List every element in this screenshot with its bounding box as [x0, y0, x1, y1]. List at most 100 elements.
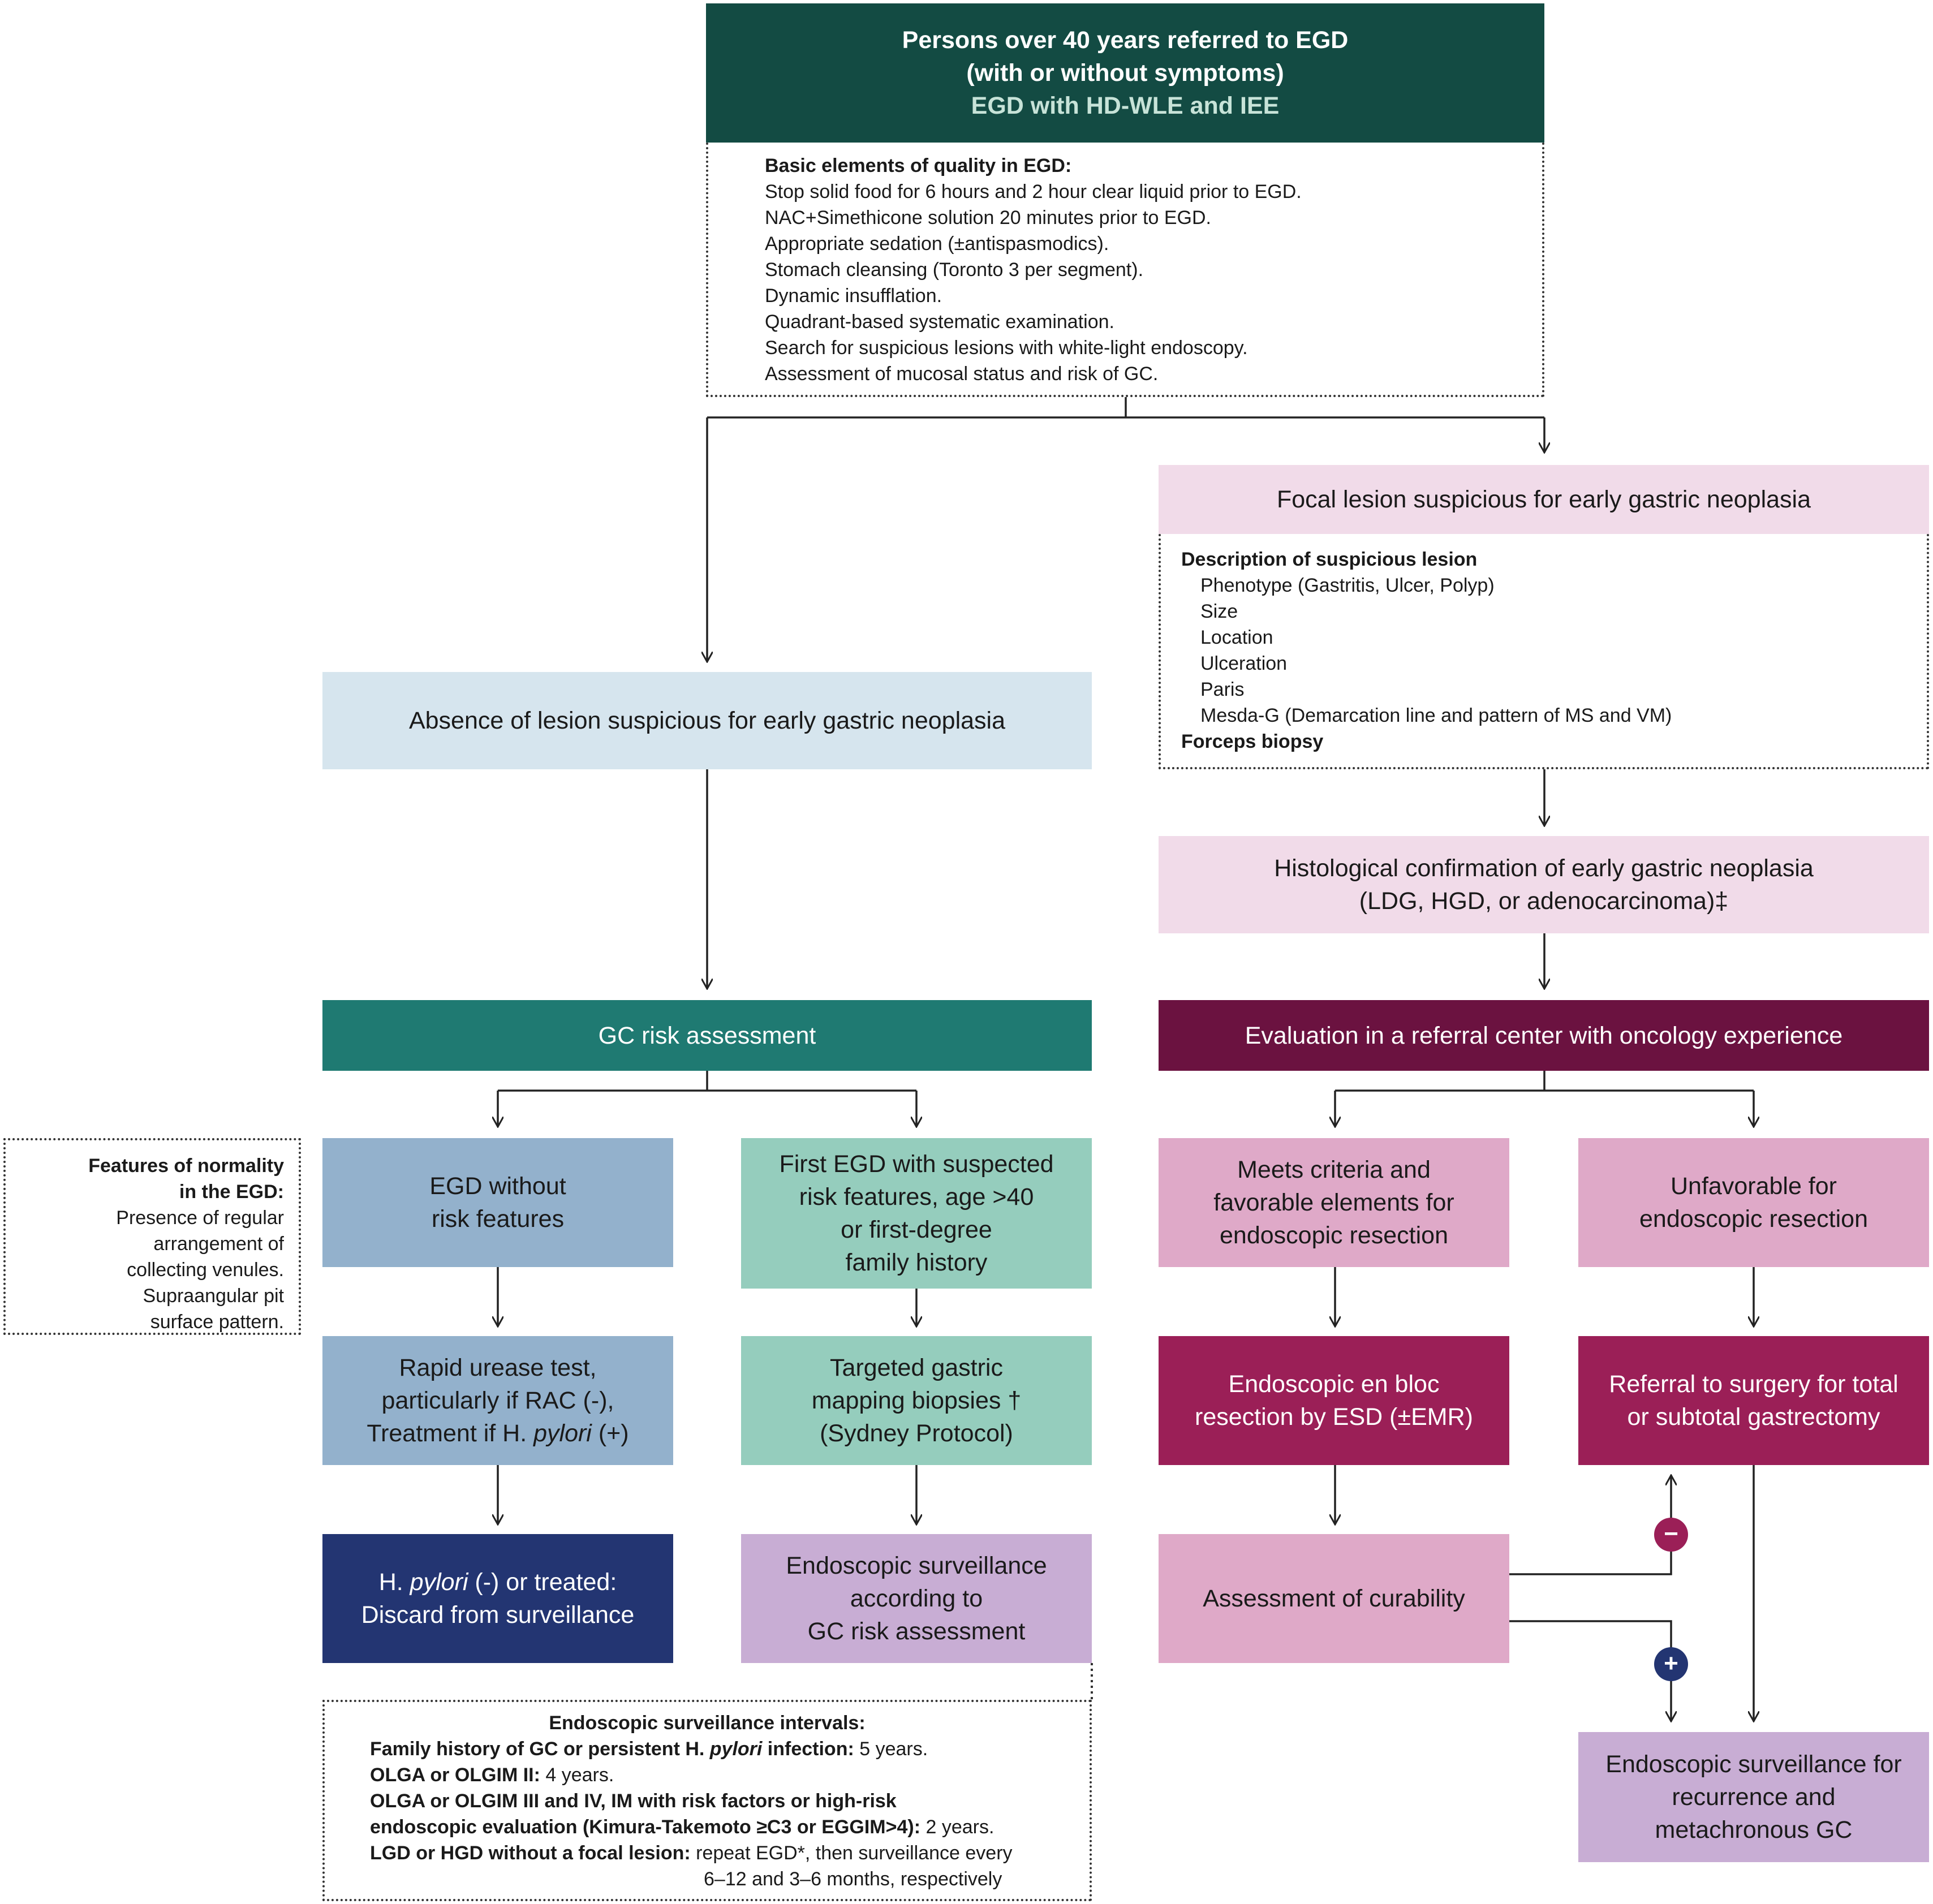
intervals-row-1: Family history of GC or persistent H. py…: [370, 1736, 1090, 1762]
top-line-2: (with or without symptoms): [966, 59, 1284, 87]
histo-line-1: Histological confirmation of early gastr…: [1274, 855, 1814, 882]
meets-criteria-box: Meets criteria and favorable elements fo…: [1159, 1138, 1509, 1267]
rapid-line-3: Treatment if H. pylori (+): [367, 1417, 628, 1450]
normality-line: Supraangular pit: [143, 1285, 284, 1307]
meets-line-1: Meets criteria and: [1237, 1156, 1431, 1183]
top-line-3: EGD with HD-WLE and IEE: [971, 92, 1280, 119]
normality-line: surface pattern.: [150, 1311, 284, 1333]
targeted-biopsies-box: Targeted gastric mapping biopsies † (Syd…: [741, 1336, 1092, 1465]
normality-box: Features of normality in the EGD: Presen…: [3, 1138, 301, 1335]
quality-item: Stop solid food for 6 hours and 2 hour c…: [765, 181, 1302, 203]
intervals-row-4-value: 2 years.: [920, 1816, 995, 1838]
surgery-line-2: or subtotal gastrectomy: [1627, 1403, 1880, 1431]
intervals-row-5: LGD or HGD without a focal lesion: repea…: [370, 1840, 1090, 1866]
hpylori-line-2: Discard from surveillance: [361, 1601, 635, 1629]
hpylori-discard-box: H. pylori (-) or treated: Discard from s…: [322, 1534, 673, 1663]
egd-without-box: EGD without risk features: [322, 1138, 673, 1267]
intervals-row-1-bold-end: infection:: [762, 1738, 854, 1760]
recurrence-line-3: metachronous GC: [1655, 1816, 1853, 1843]
quality-box: Basic elements of quality in EGD: Stop s…: [706, 143, 1544, 397]
normality-line: arrangement of: [153, 1233, 284, 1255]
focal-box: Focal lesion suspicious for early gastri…: [1159, 465, 1929, 534]
recurrence-line-1: Endoscopic surveillance for: [1605, 1751, 1902, 1778]
unfavorable-box: Unfavorable for endoscopic resection: [1578, 1138, 1929, 1267]
intervals-row-2: OLGA or OLGIM II: 4 years.: [370, 1762, 1090, 1788]
quality-item: Dynamic insufflation.: [765, 285, 942, 307]
esd-line-2: resection by ESD (±EMR): [1195, 1403, 1473, 1431]
unfavorable-line-1: Unfavorable for: [1671, 1173, 1837, 1200]
description-box: Description of suspicious lesion Phenoty…: [1159, 534, 1929, 769]
arrow-curability-positive: [1509, 1620, 1671, 1721]
unfavorable-line-2: endoscopic resection: [1639, 1205, 1868, 1233]
quality-item: Stomach cleansing (Toronto 3 per segment…: [765, 259, 1144, 281]
first-egd-line-1: First EGD with suspected: [779, 1151, 1054, 1178]
quality-title: Basic elements of quality in EGD:: [765, 155, 1072, 176]
rapid-urease-box: Rapid urease test, particularly if RAC (…: [322, 1336, 673, 1465]
intervals-row-1-bold: Family history of GC or persistent H.: [370, 1738, 710, 1760]
surveillance-line-2: according to: [850, 1585, 983, 1612]
description-item: Paris: [1200, 679, 1245, 700]
normality-title-2: in the EGD:: [179, 1181, 284, 1203]
surveillance-line-1: Endoscopic surveillance: [786, 1552, 1047, 1579]
surgery-box: Referral to surgery for total or subtota…: [1578, 1336, 1929, 1465]
description-item: Size: [1200, 601, 1238, 622]
surveillance-line-3: GC risk assessment: [807, 1618, 1026, 1645]
rapid-line-3-italic: pylori: [533, 1420, 592, 1447]
description-footer: Forceps biopsy: [1181, 731, 1324, 752]
quality-item: Quadrant-based systematic examination.: [765, 311, 1114, 333]
rapid-line-3-end: (+): [591, 1420, 629, 1447]
normality-line: Presence of regular: [116, 1207, 284, 1229]
referral-center-label: Evaluation in a referral center with onc…: [1245, 1022, 1843, 1049]
intervals-row-6: 6–12 and 3–6 months, respectively: [704, 1868, 1002, 1890]
gc-risk-label: GC risk assessment: [598, 1022, 816, 1049]
targeted-line-2: mapping biopsies †: [811, 1387, 1022, 1414]
intervals-row-1-italic: pylori: [709, 1738, 763, 1760]
description-item: Ulceration: [1200, 653, 1288, 674]
first-egd-line-2: risk features, age >40: [799, 1183, 1034, 1211]
meets-line-3: endoscopic resection: [1220, 1222, 1448, 1249]
description-title: Description of suspicious lesion: [1181, 549, 1478, 570]
egd-without-line-1: EGD without: [429, 1173, 566, 1200]
gc-risk-box: GC risk assessment: [322, 1000, 1092, 1071]
quality-item: Appropriate sedation (±antispasmodics).: [765, 233, 1109, 255]
surveillance-box: Endoscopic surveillance according to GC …: [741, 1534, 1092, 1663]
rapid-line-2: particularly if RAC (-),: [381, 1387, 614, 1414]
histo-box: Histological confirmation of early gastr…: [1159, 836, 1929, 933]
quality-item: Search for suspicious lesions with white…: [765, 337, 1248, 359]
first-egd-line-3: or first-degree: [841, 1216, 992, 1243]
intervals-title: Endoscopic surveillance intervals:: [549, 1712, 866, 1734]
minus-circle-icon: −: [1654, 1518, 1688, 1552]
hpylori-line-1: H. pylori (-) or treated:: [379, 1566, 617, 1599]
targeted-line-3: (Sydney Protocol): [820, 1420, 1013, 1447]
meets-line-2: favorable elements for: [1213, 1189, 1454, 1216]
normality-line: collecting venules.: [127, 1259, 284, 1281]
hpylori-line-1-text: H.: [378, 1569, 410, 1596]
recurrence-box: Endoscopic surveillance for recurrence a…: [1578, 1732, 1929, 1862]
rapid-line-1: Rapid urease test,: [399, 1354, 597, 1381]
intervals-box: Endoscopic surveillance intervals: Famil…: [322, 1700, 1092, 1901]
intervals-row-5-bold: LGD or HGD without a focal lesion:: [370, 1842, 691, 1864]
absence-label: Absence of lesion suspicious for early g…: [408, 707, 1006, 734]
rapid-line-3-text: Treatment if H.: [367, 1420, 534, 1447]
normality-title-1: Features of normality: [88, 1155, 284, 1177]
focal-label: Focal lesion suspicious for early gastri…: [1276, 486, 1811, 513]
hpylori-line-1-italic: pylori: [410, 1569, 468, 1596]
referral-center-box: Evaluation in a referral center with onc…: [1159, 1000, 1929, 1071]
esd-box: Endoscopic en bloc resection by ESD (±EM…: [1159, 1336, 1509, 1465]
top-header-box: Persons over 40 years referred to EGD (w…: [706, 3, 1544, 143]
arrow-curability-negative: [1509, 1475, 1671, 1575]
hpylori-line-1-end: (-) or treated:: [468, 1569, 617, 1596]
curability-box: Assessment of curability: [1159, 1534, 1509, 1663]
absence-box: Absence of lesion suspicious for early g…: [322, 672, 1092, 769]
plus-circle-icon: +: [1654, 1647, 1688, 1681]
description-item: Mesda-G (Demarcation line and pattern of…: [1200, 705, 1672, 726]
first-egd-line-4: family history: [845, 1249, 988, 1276]
quality-item: NAC+Simethicone solution 20 minutes prio…: [765, 207, 1211, 229]
intervals-row-3: OLGA or OLGIM III and IV, IM with risk f…: [370, 1790, 897, 1812]
description-item: Phenotype (Gastritis, Ulcer, Polyp): [1200, 575, 1495, 596]
intervals-row-4: endoscopic evaluation (Kimura-Takemoto ≥…: [370, 1814, 1090, 1840]
curability-label: Assessment of curability: [1203, 1585, 1465, 1612]
intervals-row-2-value: 4 years.: [540, 1764, 614, 1786]
recurrence-line-2: recurrence and: [1672, 1784, 1836, 1811]
